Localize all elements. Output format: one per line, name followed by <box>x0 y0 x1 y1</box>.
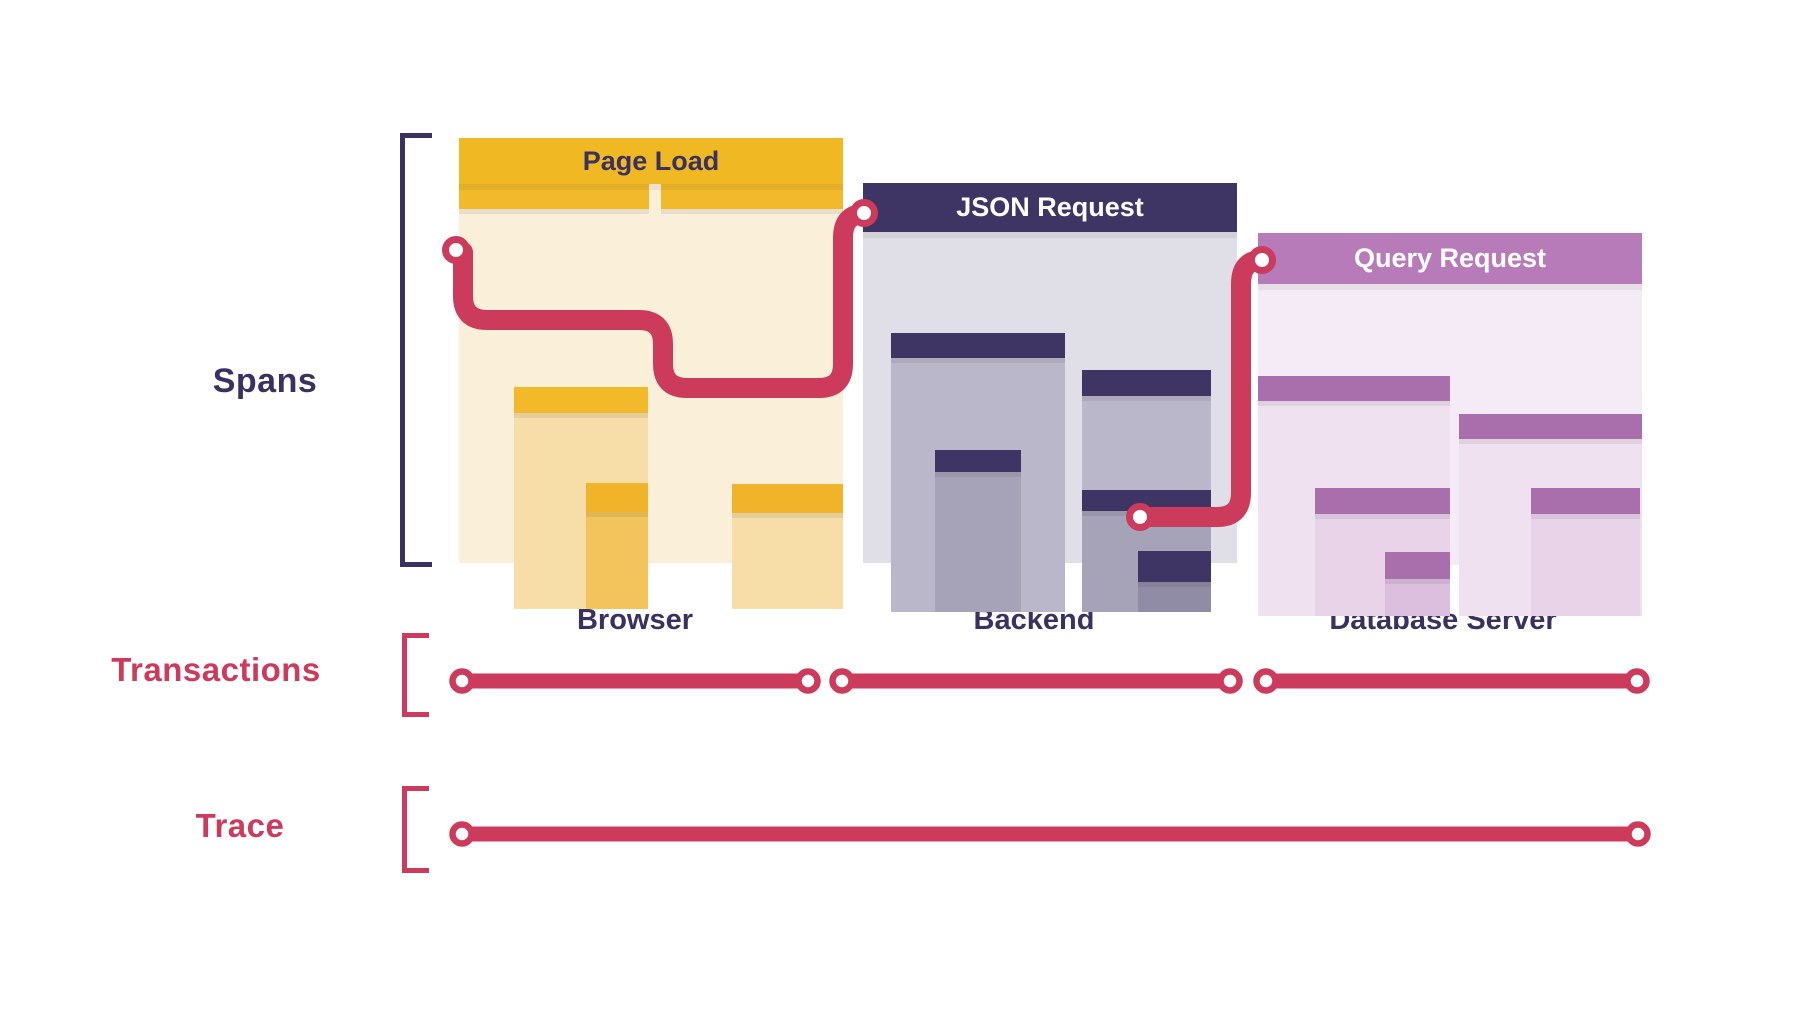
span-block-header <box>514 387 648 413</box>
span-block-header <box>1138 551 1211 582</box>
panel-json-request-title: JSON Request <box>956 192 1144 222</box>
span-block-header <box>1459 414 1642 439</box>
span-block-header <box>1258 376 1450 401</box>
span-block <box>732 484 843 609</box>
span-block <box>1531 488 1640 616</box>
span-block-header <box>1082 490 1211 511</box>
panel-page-load-title: Page Load <box>582 145 720 176</box>
trace-row-label: Trace <box>195 807 285 844</box>
span-block-header <box>891 333 1065 358</box>
panel-page-load-header: Page Load <box>459 138 843 184</box>
span-block <box>586 483 648 609</box>
trace-node <box>1624 668 1650 694</box>
span-block-header <box>935 450 1021 472</box>
trace-bracket <box>402 786 429 873</box>
trace-node <box>1625 821 1651 847</box>
spans-bracket <box>400 133 432 567</box>
transactions-bracket <box>402 633 429 717</box>
panel-query-request-body <box>1258 284 1642 616</box>
panel-query-request-title: Query Request <box>1353 243 1547 273</box>
spans-row-label: Spans <box>212 362 318 400</box>
span-block-header <box>586 483 648 512</box>
trace-node <box>829 668 855 694</box>
panel-query-request: Query Request <box>1258 233 1642 616</box>
trace-node <box>1253 668 1279 694</box>
trace-node <box>449 668 475 694</box>
span-block <box>1138 551 1211 612</box>
panel-json-request-body <box>863 232 1237 612</box>
panel-page-load: Page Load <box>459 138 843 609</box>
span-block <box>935 450 1021 612</box>
trace-node <box>449 821 475 847</box>
trace-node <box>795 668 821 694</box>
trace-node <box>1217 668 1243 694</box>
panel-json-request-header: JSON Request <box>863 183 1237 232</box>
span-block-header <box>1082 370 1211 396</box>
span-block-header <box>661 184 843 209</box>
span-block-header <box>1531 488 1640 514</box>
span-block <box>1385 552 1450 616</box>
caption-browser: Browser <box>576 604 694 636</box>
transactions-row-label: Transactions <box>111 651 321 688</box>
span-block-header <box>732 484 843 513</box>
span-block-header <box>459 184 649 209</box>
span-block-header <box>1385 552 1450 579</box>
span-block-header <box>1315 488 1450 514</box>
panel-query-request-header: Query Request <box>1258 233 1642 284</box>
panel-json-request: JSON Request <box>863 183 1237 612</box>
panel-page-load-body <box>459 184 843 609</box>
